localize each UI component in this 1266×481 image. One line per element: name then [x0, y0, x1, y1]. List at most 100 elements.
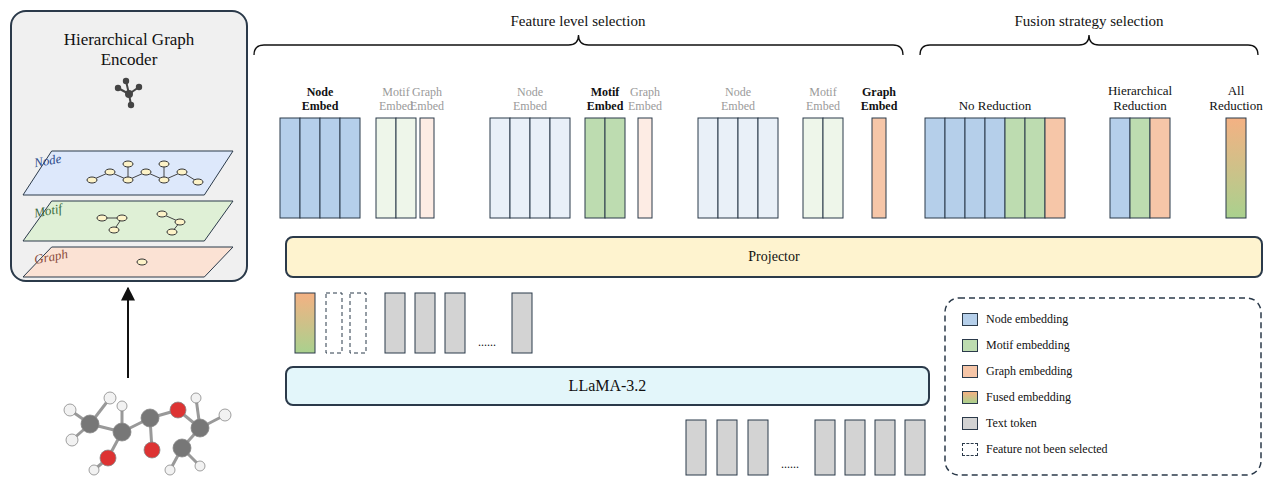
atom: [64, 404, 76, 416]
module-label: LLaMA-3.2: [569, 377, 647, 395]
legend-entry: Text token: [962, 416, 1037, 431]
atom: [141, 409, 159, 427]
feature-label: Node Embed: [298, 86, 342, 114]
legend-text: Feature not been selected: [986, 442, 1108, 457]
embedding-bar: [815, 420, 835, 475]
embedding-bar: [396, 118, 416, 218]
motif-level-plane: Motif: [22, 200, 234, 242]
legend-entry: Feature not been selected: [962, 442, 1108, 457]
feature-label: Motif Embed: [583, 86, 627, 114]
embedding-bar: [550, 118, 570, 218]
legend-text: Node embedding: [986, 312, 1068, 327]
embedding-bar: [420, 118, 434, 218]
embedding-bar: [415, 293, 435, 353]
graph-vertex: [123, 161, 133, 167]
embedding-bar: [490, 118, 510, 218]
strategy-label: No Reduction: [935, 99, 1055, 114]
embedding-bar: [385, 293, 405, 353]
graph-vertex: [109, 227, 119, 233]
legend-text: Text token: [986, 416, 1037, 431]
embedding-bar: [605, 118, 625, 218]
atom: [165, 465, 175, 475]
atom: [191, 419, 209, 437]
curly-brace: [254, 35, 903, 55]
legend-swatch: [962, 365, 978, 378]
embedding-bar: [1045, 118, 1065, 218]
embedding-bar: [300, 118, 320, 218]
feature-label: Node Embed: [716, 86, 760, 114]
embedding-bar: [803, 118, 823, 218]
atom: [173, 439, 191, 457]
icon-dot: [125, 90, 133, 98]
embedding-bar: [738, 118, 758, 218]
graph-vertex: [87, 177, 97, 183]
embedding-bar: [758, 118, 778, 218]
embedding-bar: [295, 293, 315, 353]
embedding-bar: [340, 118, 360, 218]
legend-frame: [945, 298, 1261, 475]
legend-text: Fused embedding: [986, 390, 1071, 405]
graph-vertex: [117, 215, 127, 221]
embedding-bar: [530, 118, 550, 218]
icon-dot: [136, 84, 142, 90]
section-title: Fusion strategy selection: [959, 13, 1219, 30]
molecule-illustration: [64, 392, 231, 475]
atom: [66, 434, 78, 446]
atom: [195, 461, 205, 471]
feature-label: Graph Embed: [857, 86, 901, 114]
embedding-bar: [1025, 118, 1045, 218]
embedding-bar: [1130, 118, 1150, 218]
feature-label: Motif Embed: [801, 86, 845, 114]
module-label: Projector: [748, 249, 799, 265]
embedding-bar: [350, 293, 366, 353]
embedding-bar: [717, 420, 737, 475]
embedding-bar: [1226, 118, 1246, 218]
plane-outline: [23, 151, 233, 195]
legend-entry: Fused embedding: [962, 390, 1071, 405]
legend-entry: Node embedding: [962, 312, 1068, 327]
graph-vertex: [159, 177, 169, 183]
llm-bar: LLaMA-3.2: [285, 366, 930, 406]
graph-vertex: [193, 179, 203, 185]
atom: [117, 401, 127, 411]
graph-level-plane: Graph: [22, 246, 234, 278]
atom: [219, 409, 231, 421]
legend-entry: Graph embedding: [962, 364, 1072, 379]
embedding-bar: [1005, 118, 1025, 218]
curly-brace: [920, 35, 1258, 55]
ellipsis: ......: [467, 336, 507, 350]
panel-title: Hierarchical Graph Encoder: [54, 30, 204, 71]
atom: [104, 392, 116, 404]
embedding-bars: [280, 118, 1246, 475]
graph-vertex: [137, 259, 147, 265]
plane-outline: [23, 247, 233, 277]
feature-label: Graph Embed: [405, 86, 449, 114]
embedding-bar: [326, 293, 342, 353]
plane-outline: [23, 201, 233, 241]
legend-text: Motif embedding: [986, 338, 1070, 353]
legend-swatch: [962, 443, 978, 456]
projector-bar: Projector: [285, 236, 1263, 278]
embedding-bar: [376, 118, 396, 218]
embedding-bar: [925, 118, 945, 218]
embedding-bar: [748, 420, 768, 475]
encoder-panel: Hierarchical Graph EncoderNodeMotifGraph: [10, 10, 248, 282]
legend-swatch: [962, 417, 978, 430]
graph-vertex: [97, 215, 107, 221]
graph-vertex: [167, 229, 177, 235]
embedding-bar: [905, 420, 925, 475]
atom: [144, 442, 160, 458]
graph-vertex: [177, 169, 187, 175]
embedding-bar: [965, 118, 985, 218]
atom: [89, 465, 99, 475]
graph-vertex: [141, 169, 151, 175]
embedding-bar: [510, 118, 530, 218]
embedding-bar: [320, 118, 340, 218]
embedding-bar: [945, 118, 965, 218]
section-title: Feature level selection: [428, 13, 728, 30]
graph-vertex: [159, 161, 169, 167]
graph-vertex: [105, 169, 115, 175]
legend-swatch: [962, 339, 978, 352]
atom: [191, 393, 201, 403]
